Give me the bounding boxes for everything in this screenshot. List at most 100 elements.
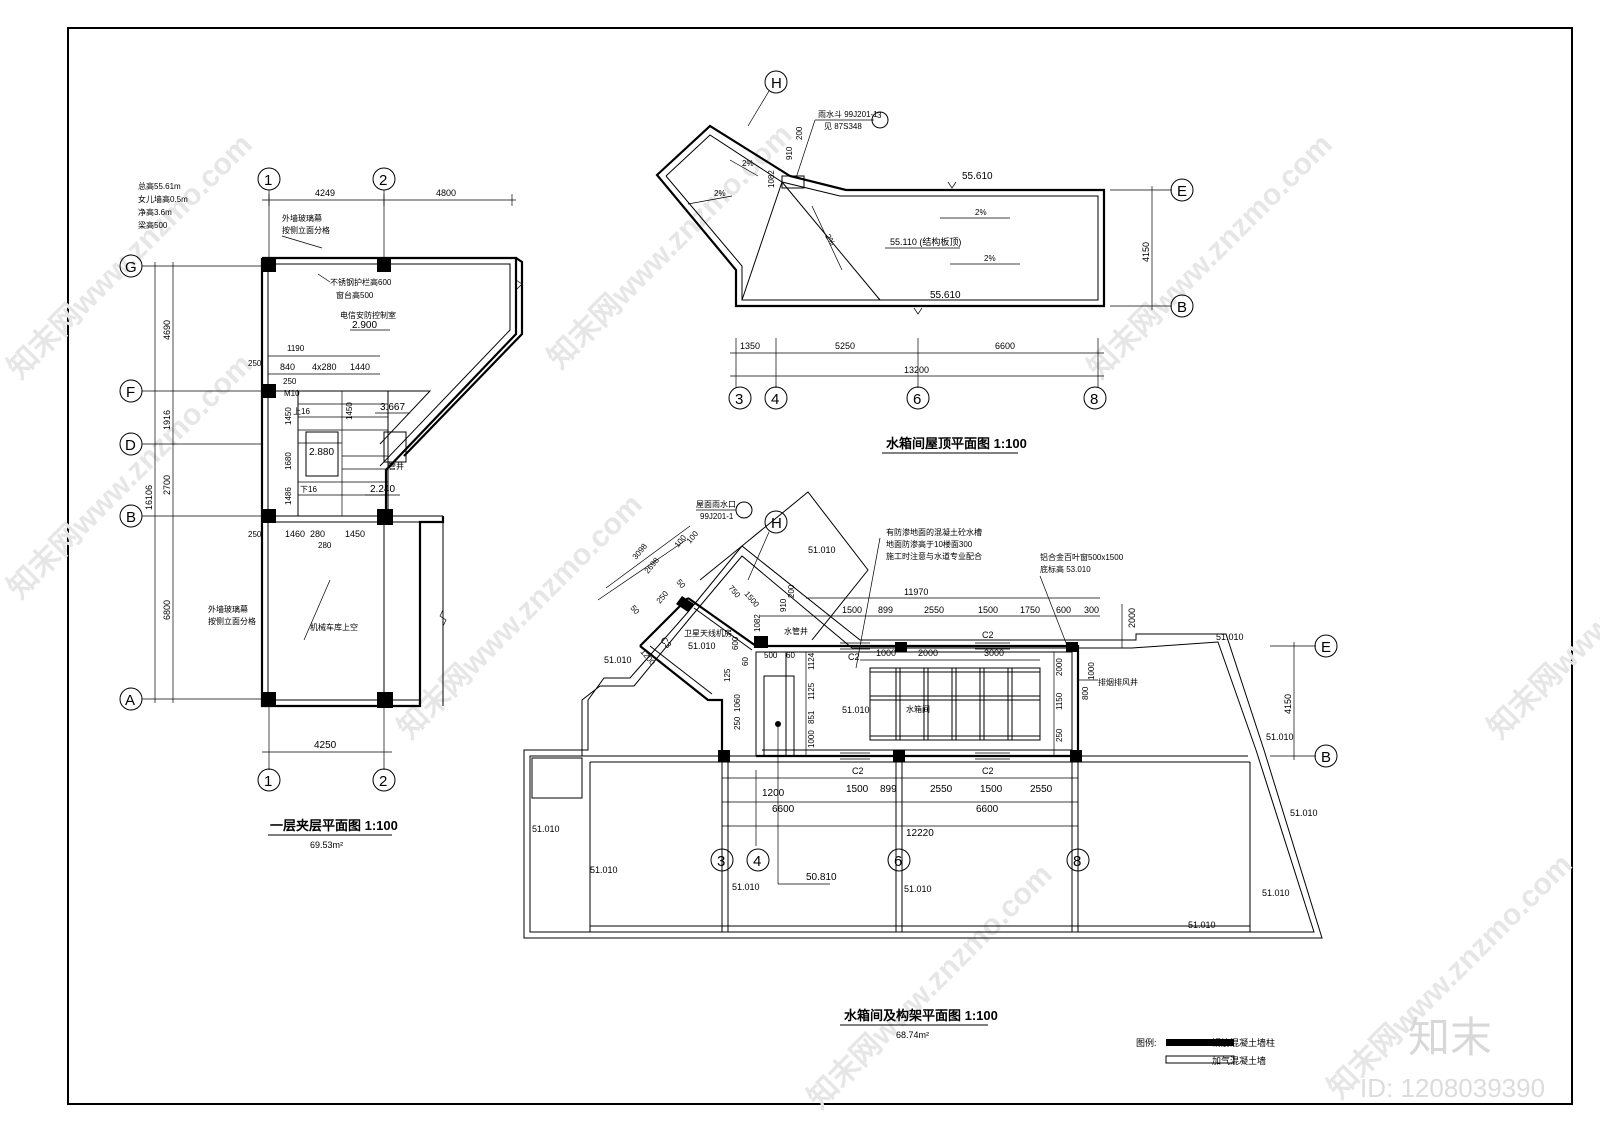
legend-text: 加气混凝土墙 [1212, 1055, 1266, 1066]
elevation-label: 51.010 [604, 655, 632, 665]
sheet-frame [67, 27, 1573, 1105]
elevation-label: 51.010 [1290, 808, 1318, 818]
rc-column [262, 509, 276, 523]
axis-bubble-label: 3 [717, 853, 725, 870]
rc-column [377, 258, 391, 272]
legend-text: 钢筋混凝土墙柱 [1212, 1037, 1275, 1048]
dim-label: 250 [655, 589, 671, 605]
axis-bubble-label: E [1321, 639, 1331, 656]
axis-bubble-label: 8 [1073, 853, 1081, 870]
plan-area: 69.53m² [310, 840, 343, 850]
dim-label: 1450 [345, 402, 354, 420]
dim-label: 6800 [162, 600, 172, 620]
dim-label: 50 [674, 578, 687, 591]
elevation-label: 3.667 [380, 402, 405, 413]
axis-bubble-label: 6 [913, 391, 921, 408]
dim-label: 250 [733, 716, 742, 730]
elevation-label: 51.010 [904, 884, 932, 894]
rc-column [718, 750, 730, 762]
annotation: 雨水斗 99J201-1 [818, 109, 878, 119]
dim-label: 1500 [842, 605, 862, 615]
dim-label: 16106 [144, 485, 154, 510]
dim-label: 800 [1081, 686, 1090, 700]
dim-label: 60 [786, 651, 795, 660]
dim-label: 5250 [835, 341, 855, 351]
dim-label: 250 [248, 530, 262, 539]
dim-label: 1000 [807, 730, 816, 748]
dim-label: 1916 [162, 410, 172, 430]
note-line: 总高55.61m [138, 181, 181, 191]
rc-column [377, 509, 393, 525]
legend-swatch-rc [1166, 1039, 1234, 1046]
elevation-label: 55.110 (结构板顶) [890, 236, 961, 247]
window-tag: C2 [982, 766, 994, 776]
legend: 图例: 钢筋混凝土墙柱 加气混凝土墙 [1136, 1037, 1275, 1066]
annotation: 底标高 53.010 [1040, 564, 1091, 574]
note-line: 净高3.6m [138, 207, 172, 217]
window-tag: C2 [982, 630, 994, 640]
axis-bubble-label: H [771, 515, 782, 532]
elevation-label: 51.010 [1262, 888, 1290, 898]
dim-label: 1450 [345, 529, 365, 539]
axis-bubble-label: H [771, 75, 782, 92]
dim-label: 1082 [767, 170, 776, 188]
dim-label: 4690 [162, 320, 172, 340]
rc-column [262, 692, 276, 706]
dim-label: 2550 [930, 784, 953, 795]
axis-bubble-label: D [125, 437, 136, 454]
slope-label: 2% [714, 189, 726, 198]
elevation-label: 51.010 [1188, 920, 1216, 930]
annotation: 外墙玻璃幕 [208, 604, 248, 614]
tank-bays [869, 667, 1041, 741]
dim-label: 500 [764, 651, 778, 660]
dim-label: 600 [731, 636, 740, 650]
axis-bubble-label: B [1177, 299, 1187, 316]
annotation: 不锈钢护栏高600 [330, 277, 392, 287]
dim-label: 1000 [876, 648, 896, 658]
annotation: 地面防渗高于10楼面300 [886, 539, 973, 549]
rc-column [262, 258, 276, 272]
axis-bubble-label: 3 [735, 391, 743, 408]
dim-label: 100 [685, 529, 701, 545]
room-label: 电信安防控制室 [340, 310, 396, 320]
dim-label: 280 [318, 541, 332, 550]
watermark-text: 知末网www.znzmo.com [1322, 848, 1579, 1105]
plan-mezzanine: 总高55.61m 女儿墙高0.5m 净高3.6m 梁高500 1 2 4249 … [119, 167, 524, 850]
dim-label: 6600 [995, 341, 1015, 351]
dim-label: 200 [795, 126, 804, 140]
axis-bubble-label: A [125, 692, 135, 709]
rc-column [1070, 750, 1082, 762]
annotation: 有防渗地面的混凝土砼水槽 [886, 527, 982, 537]
dim-label: 125 [723, 668, 732, 682]
axis-bubble-label: 4 [753, 853, 761, 870]
annotation: 下16 [300, 485, 317, 494]
dim-label: 2000 [1055, 658, 1064, 676]
window-tag: C3 [658, 635, 673, 650]
watermark-text: 知末网www.znzmo.com [392, 488, 649, 745]
annotation: 外墙玻璃幕 [282, 213, 322, 223]
annotation: 屋面雨水口 [696, 499, 736, 509]
dim-label: 250 [248, 359, 262, 368]
annotation: 铝合金百叶窗500x1500 [1040, 552, 1124, 562]
dim-label: 50 [628, 604, 641, 617]
elevation-label: 2.240 [370, 484, 395, 495]
plan-tank-room: 50.810 水箱间 C2 C2 C2 C2 C3 [523, 491, 1338, 1040]
annotation: 机械车库上空 [310, 622, 358, 632]
dim-label: 1200 [762, 788, 785, 799]
window-tag: C2 [852, 766, 864, 776]
dim-label: 6600 [976, 804, 999, 815]
dim-label: 4250 [314, 740, 337, 751]
annotation: 上16 [293, 407, 310, 416]
dim-label: 6600 [772, 804, 795, 815]
legend-label: 图例: [1136, 1037, 1157, 1048]
watermark-text: 知末网www.znzmo.com [1482, 488, 1600, 745]
elevation-label: 51.010 [532, 824, 560, 834]
watermark-brand: 知末 [1408, 1014, 1492, 1061]
axis-bubble-label: E [1177, 183, 1187, 200]
annotation: 按侧立面分格 [208, 616, 256, 626]
detail-ref: 3 [877, 111, 882, 120]
slope-label: 2% [975, 208, 987, 217]
axis-bubble-label: G [125, 259, 137, 276]
room-label: 水箱间 [906, 704, 930, 714]
